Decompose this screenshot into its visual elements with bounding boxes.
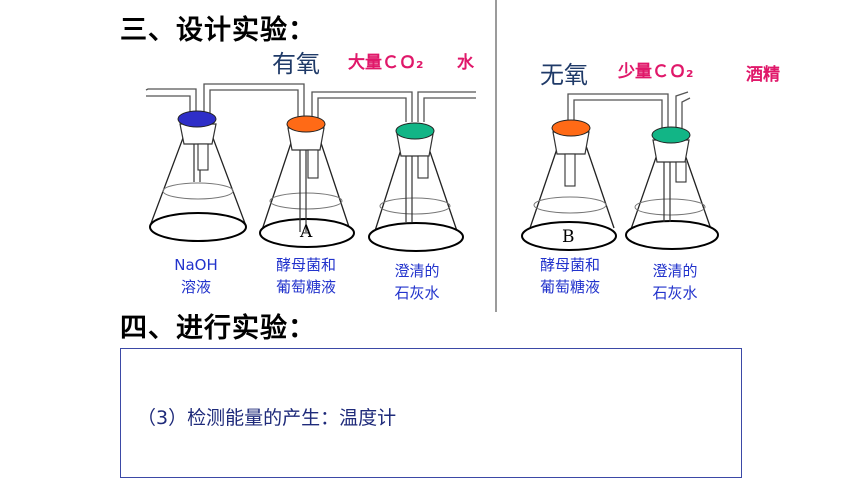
flask-limewater-anaerobic xyxy=(625,139,719,250)
flask-b-label: 酵母菌和 葡萄糖液 xyxy=(539,256,600,296)
energy-detection-step: （3）检测能量的产生：温度计 xyxy=(137,407,397,429)
flask-naoh-stopper xyxy=(177,110,217,128)
section-3-heading: 三、设计实验： xyxy=(120,15,316,46)
flask-limewater-aerobic-stopper xyxy=(395,122,435,140)
flask-naoh-label: NaOH 溶液 xyxy=(174,256,218,296)
flask-limewater-aerobic xyxy=(368,133,464,252)
flask-limewater-aerobic-label: 澄清的 石灰水 xyxy=(394,262,440,302)
anaerobic-alcohol-label: 酒精 xyxy=(746,65,780,85)
flask-naoh xyxy=(149,123,247,242)
aerobic-co2-label: 大量ＣＯ₂ xyxy=(348,53,424,73)
flask-a-stopper xyxy=(286,115,326,133)
anaerobic-tubes xyxy=(567,91,691,128)
flask-b-stopper xyxy=(551,119,591,137)
flask-limewater-anaerobic-label: 澄清的 石灰水 xyxy=(652,262,698,302)
flask-a-letter: A xyxy=(300,222,313,242)
aerobic-condition-label: 有氧 xyxy=(272,50,320,78)
flask-b-letter: B xyxy=(562,227,575,247)
anaerobic-co2-label: 少量ＣＯ₂ xyxy=(618,62,694,82)
aerobic-water-label: 水 xyxy=(457,53,474,73)
flask-limewater-anaerobic-stopper xyxy=(651,126,691,144)
experiment-step-box: （3）检测能量的产生：温度计 xyxy=(120,348,742,478)
anaerobic-condition-label: 无氧 xyxy=(540,61,588,89)
flask-a xyxy=(259,127,355,248)
flask-a-label: 酵母菌和 葡萄糖液 xyxy=(275,256,336,296)
aerobic-tubes xyxy=(145,83,476,122)
section-4-heading: 四、进行实验： xyxy=(120,313,316,344)
flask-b xyxy=(521,131,617,251)
